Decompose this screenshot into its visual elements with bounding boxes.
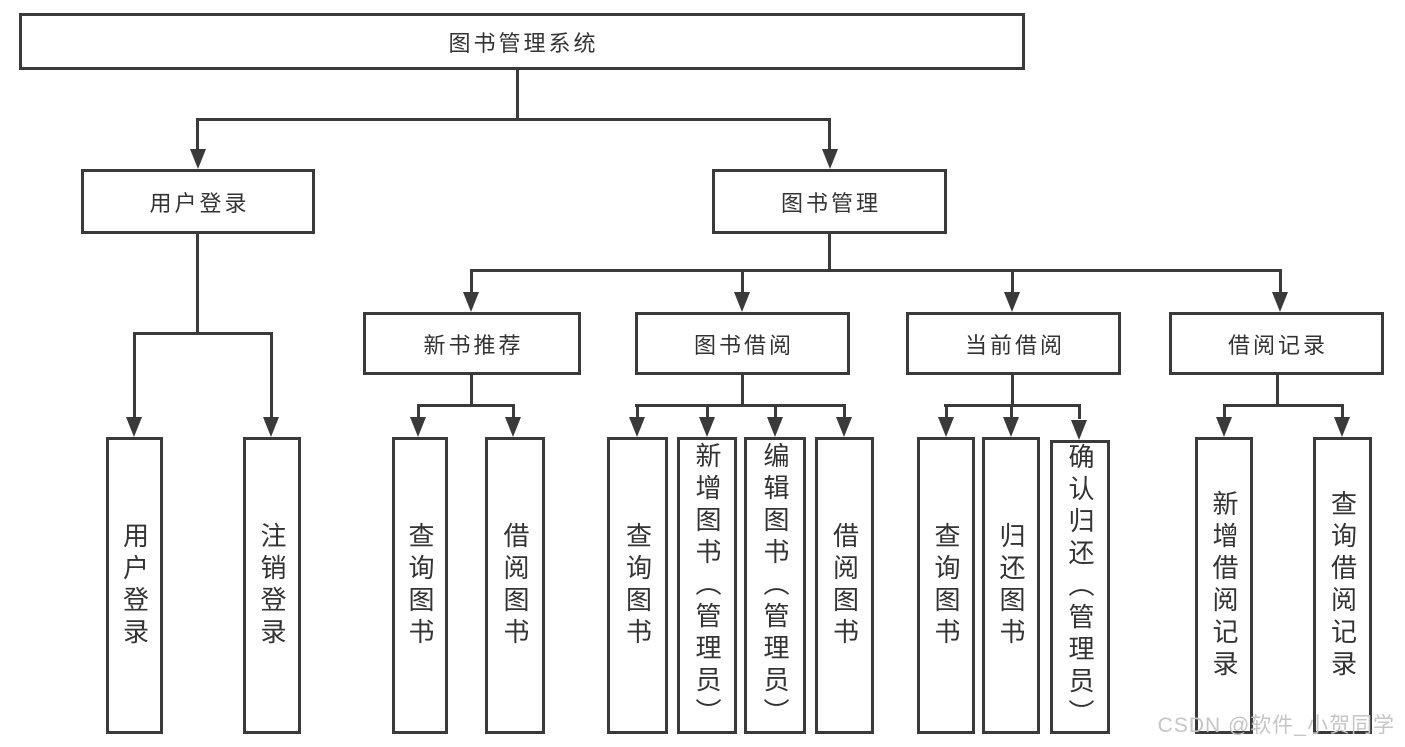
connector-line (774, 404, 777, 419)
arrow-down-icon (126, 417, 142, 437)
connector-line (1011, 269, 1014, 294)
connector-line (1223, 404, 1343, 407)
watermark: CSDN @软件_小贺同学 (1157, 714, 1395, 737)
node-label: 图书管理 (780, 190, 881, 216)
connector-line (196, 118, 199, 151)
connector-line (133, 332, 273, 335)
node-label: 查询图书 (931, 521, 961, 650)
node-library-management-system: 图书管理系统 (19, 13, 1025, 70)
connector-line (512, 404, 515, 419)
arrow-down-icon (1216, 417, 1232, 437)
connector-line (1010, 404, 1013, 419)
connector-line (470, 269, 1282, 272)
arrow-down-icon (822, 149, 838, 169)
node-label: 注销登录 (257, 521, 287, 650)
connector-line (133, 332, 136, 418)
node-borrowing-records: 借阅记录 (1169, 312, 1384, 375)
connector-line (1078, 404, 1081, 419)
connector-line (1279, 269, 1282, 294)
arrow-down-icon (836, 417, 852, 437)
arrow-down-icon (1334, 417, 1350, 437)
connector-line (1011, 375, 1014, 407)
node-label: 借阅记录 (1227, 332, 1328, 358)
leaf-borrow-books-recommend: 借阅图书 (485, 437, 545, 734)
node-label: 编辑图书（管理员） (760, 441, 790, 730)
node-label: 新增图书（管理员） (692, 441, 722, 730)
leaf-return-books: 归还图书 (982, 437, 1040, 734)
connector-line (417, 404, 515, 407)
node-label: 借阅图书 (829, 521, 860, 650)
connector-line (828, 118, 831, 151)
node-label: 查询图书 (405, 521, 435, 650)
leaf-logout: 注销登录 (243, 437, 301, 734)
leaf-query-borrow-record: 查询借阅记录 (1313, 437, 1372, 734)
connector-line (945, 404, 948, 419)
node-book-borrowing: 图书借阅 (635, 312, 850, 375)
connector-line (270, 332, 273, 418)
node-label: 新增借阅记录 (1209, 489, 1239, 682)
connector-line (516, 70, 519, 120)
leaf-borrow-books: 借阅图书 (815, 437, 874, 734)
connector-line (1223, 404, 1226, 419)
leaf-confirm-return-admin: 确认归还（管理员） (1050, 440, 1110, 734)
arrow-down-icon (463, 292, 479, 312)
leaf-edit-books-admin: 编辑图书（管理员） (744, 437, 806, 734)
node-book-management: 图书管理 (712, 169, 947, 234)
arrow-down-icon (699, 417, 715, 437)
arrow-down-icon (734, 292, 750, 312)
connector-line (741, 269, 744, 294)
node-label: 图书管理系统 (448, 30, 599, 56)
node-new-book-recommendation: 新书推荐 (363, 312, 581, 375)
arrow-down-icon (629, 417, 645, 437)
node-label: 确认归还（管理员） (1065, 443, 1095, 731)
leaf-query-books-current: 查询图书 (917, 437, 975, 734)
connector-line (635, 404, 845, 407)
connector-line (636, 404, 639, 419)
leaf-query-books-recommend: 查询图书 (392, 437, 448, 734)
connector-line (706, 404, 709, 419)
node-current-borrowing: 当前借阅 (906, 312, 1121, 375)
connector-line (417, 404, 420, 419)
node-label: 图书借阅 (693, 332, 794, 358)
connector-line (1341, 404, 1344, 419)
arrow-down-icon (1003, 417, 1019, 437)
arrow-down-icon (190, 149, 206, 169)
arrow-down-icon (263, 417, 279, 437)
node-label: 用户登录 (119, 521, 150, 650)
arrow-down-icon (1272, 292, 1288, 312)
connector-line (741, 375, 744, 407)
connector-line (828, 234, 831, 272)
node-label: 当前借阅 (964, 332, 1065, 358)
connector-line (1276, 375, 1279, 407)
arrow-down-icon (1071, 420, 1087, 440)
node-label: 归还图书 (996, 521, 1026, 650)
arrow-down-icon (767, 417, 783, 437)
node-label: 新书推荐 (423, 332, 524, 358)
leaf-query-books-borrowing: 查询图书 (607, 437, 668, 734)
node-label: 查询图书 (622, 521, 653, 650)
connector-line (196, 234, 199, 335)
connector-line (843, 404, 846, 419)
connector-line (470, 375, 473, 407)
leaf-user-login: 用户登录 (106, 437, 163, 734)
arrow-down-icon (505, 417, 521, 437)
leaf-add-borrow-record: 新增借阅记录 (1195, 437, 1253, 734)
connector-line (197, 118, 831, 121)
leaf-add-books-admin: 新增图书（管理员） (677, 437, 737, 734)
node-label: 查询借阅记录 (1327, 489, 1358, 682)
arrow-down-icon (1004, 292, 1020, 312)
node-label: 借阅图书 (500, 521, 530, 650)
connector-line (470, 269, 473, 294)
arrow-down-icon (410, 417, 426, 437)
node-label: 用户登录 (149, 190, 250, 216)
node-user-login: 用户登录 (81, 169, 315, 234)
arrow-down-icon (938, 417, 954, 437)
